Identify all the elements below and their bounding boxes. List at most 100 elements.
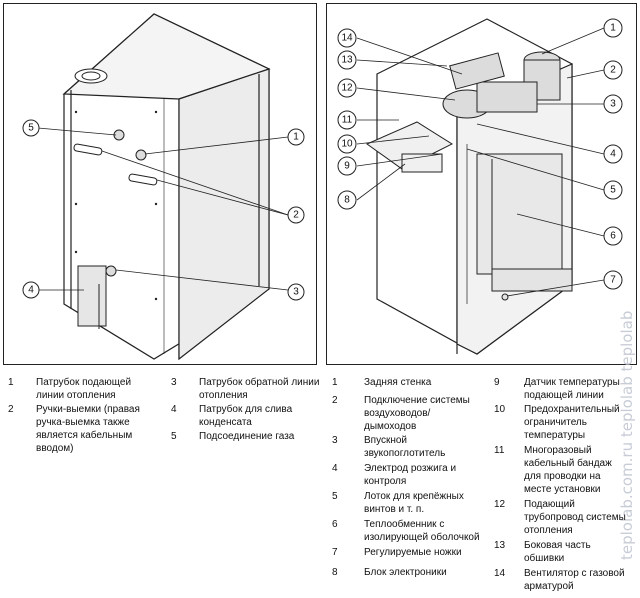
legend-item: 3 Впускной звукопоглотитель [332, 434, 482, 460]
handle-recesses [73, 143, 158, 186]
legend-text: Многоразовый кабельный бандаж для провод… [524, 445, 612, 495]
legend-text: Патрубок подающей линии отопления [36, 377, 132, 401]
legend-number: 2 [332, 395, 338, 406]
legend-item: 10 Предохранительный ограничитель темпера… [494, 403, 629, 442]
svg-text:11: 11 [342, 115, 353, 126]
svg-text:2: 2 [293, 210, 299, 221]
callout-4: 4 [22, 281, 40, 299]
legend-number: 2 [8, 404, 14, 415]
legend-item: 3 Патрубок обратной линии отопления [171, 376, 321, 402]
legend-number: 10 [494, 404, 506, 415]
legend-item: 2 Ручки-выемки (правая ручка-выемка такж… [8, 403, 158, 455]
svg-text:3: 3 [610, 99, 616, 110]
svg-text:3: 3 [293, 287, 299, 298]
legend-number: 4 [332, 463, 338, 474]
heat-exchanger [476, 153, 563, 275]
svg-text:4: 4 [610, 149, 616, 160]
svg-text:5: 5 [28, 123, 34, 134]
legend-number: 13 [494, 540, 506, 551]
callout-4: 4 [603, 144, 623, 164]
legend-number: 1 [8, 377, 14, 388]
svg-text:10: 10 [341, 139, 353, 150]
callout-8: 8 [337, 190, 357, 210]
svg-text:1: 1 [610, 23, 616, 34]
legend-text: Предохранительный ограничитель температу… [524, 404, 620, 441]
legend-text: Электрод розжига и контроля [364, 463, 457, 487]
legend-item: 5 Подсоединение газа [171, 430, 321, 443]
legend-item: 6 Теплообменник с изолирующей оболочкой [332, 518, 482, 544]
legend-number: 5 [171, 431, 177, 442]
legend-text: Боковая часть обшивки [524, 540, 591, 564]
callout-1: 1 [603, 18, 623, 38]
svg-text:5: 5 [610, 185, 616, 196]
legend-text: Подсоединение газа [199, 431, 295, 442]
legend-number: 5 [332, 491, 338, 502]
legend-text: Подающий трубопровод системы отопления [524, 499, 626, 536]
legend-number: 7 [332, 547, 338, 558]
callout-2: 2 [287, 206, 305, 224]
callout-5: 5 [603, 180, 623, 200]
legend-item: 7 Регулируемые ножки [332, 546, 482, 559]
svg-text:7: 7 [610, 275, 616, 286]
legend-text: Подключение системы воздуховодов/дымоход… [364, 395, 470, 432]
callout-10: 10 [337, 134, 357, 154]
legend-text: Вентилятор с газовой арматурой [524, 568, 625, 592]
flue-outlet [74, 68, 108, 84]
legend-text: Впускной звукопоглотитель [364, 435, 446, 459]
callout-6: 6 [603, 226, 623, 246]
legend-number: 14 [494, 568, 506, 579]
callout-3: 3 [603, 94, 623, 114]
callout-7: 7 [603, 270, 623, 290]
legend-text: Лоток для крепёжных винтов и т. п. [364, 491, 464, 515]
fan-assembly [442, 51, 561, 119]
legend-text: Датчик температуры подающей линии [524, 377, 620, 401]
svg-text:12: 12 [341, 83, 353, 94]
svg-text:1: 1 [293, 132, 299, 143]
legend-number: 6 [332, 519, 338, 530]
legend-text: Ручки-выемки (правая ручка-выемка также … [36, 404, 140, 454]
legend-item: 9 Датчик температуры подающей линии [494, 376, 629, 402]
legend-number: 4 [171, 404, 177, 415]
svg-text:13: 13 [341, 55, 353, 66]
svg-text:4: 4 [28, 285, 34, 296]
legend-number: 1 [332, 377, 338, 388]
legend-item: 13 Боковая часть обшивки [494, 539, 629, 565]
legend-text: Теплообменник с изолирующей оболочкой [364, 519, 480, 543]
legend-item: 4 Электрод розжига и контроля [332, 462, 482, 488]
legend-number: 11 [494, 445, 505, 456]
svg-text:2: 2 [610, 65, 616, 76]
callout-12: 12 [337, 78, 357, 98]
rear-view-drawing: 5 1 2 4 3 [22, 13, 305, 361]
pipe-fittings [105, 129, 147, 277]
svg-text:9: 9 [344, 161, 350, 172]
legend-text: Задняя стенка [364, 377, 432, 388]
legend-number: 3 [332, 435, 338, 446]
callout-3: 3 [287, 283, 305, 301]
legend-number: 9 [494, 377, 500, 388]
lower-tray [491, 268, 573, 301]
interior-view-panel: 14 13 12 11 10 9 8 1 2 3 4 5 6 7 [326, 3, 637, 365]
callout-1: 1 [287, 128, 305, 146]
legend-text: Патрубок обратной линии отопления [199, 377, 320, 401]
leader-lines [37, 127, 289, 291]
callout-14: 14 [337, 28, 357, 48]
callout-13: 13 [337, 50, 357, 70]
rear-view-panel: 5 1 2 4 3 [3, 3, 317, 365]
legend-item: 14 Вентилятор с газовой арматурой [494, 567, 629, 593]
watermark-layer: teplolab.com.ru teplolab teplolab [618, 311, 636, 560]
leader-lines [356, 27, 605, 297]
watermark-text: teplolab.com.ru teplolab teplolab [618, 311, 636, 560]
legend-text: Патрубок для слива конденсата [199, 404, 293, 428]
edge-holes [74, 110, 158, 301]
legend-number: 3 [171, 377, 177, 388]
callout-2: 2 [603, 60, 623, 80]
legend-text: Регулируемые ножки [364, 547, 462, 558]
legend-item: 5 Лоток для крепёжных винтов и т. п. [332, 490, 482, 516]
legend-item: 4 Патрубок для слива конденсата [171, 403, 321, 429]
svg-text:6: 6 [610, 231, 616, 242]
callout-11: 11 [337, 110, 357, 130]
svg-text:8: 8 [344, 195, 350, 206]
svg-text:14: 14 [341, 33, 353, 44]
interior-view-drawing: 14 13 12 11 10 9 8 1 2 3 4 5 6 7 [337, 18, 623, 355]
